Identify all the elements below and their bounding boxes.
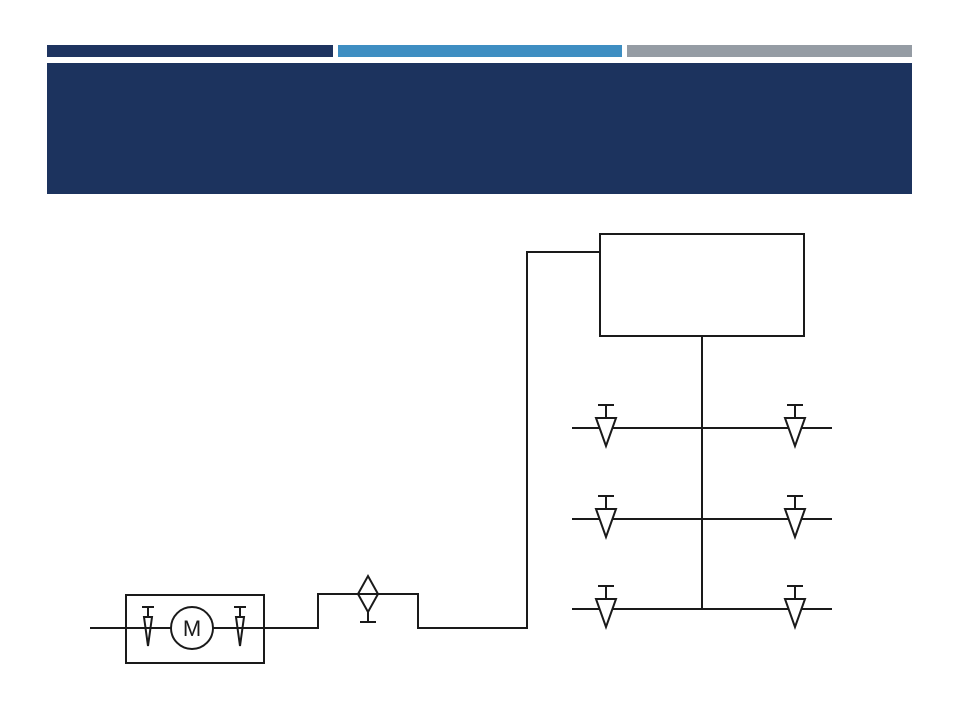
accent-bar-blue <box>338 45 622 57</box>
check-valve-icon <box>783 495 807 540</box>
pump-valve-icon <box>356 573 380 623</box>
check-valve-icon <box>594 585 618 630</box>
accent-bar-dark <box>47 45 333 57</box>
motor-circle-icon <box>170 606 214 650</box>
motor-label: M <box>183 616 201 641</box>
supply-line <box>264 251 600 629</box>
top-box <box>599 233 805 337</box>
check-valve-icon <box>783 404 807 449</box>
title-banner <box>47 63 912 194</box>
check-valve-icon <box>594 495 618 540</box>
accent-bar-gray <box>627 45 912 57</box>
valve-icon <box>234 606 246 647</box>
check-valve-icon <box>594 404 618 449</box>
valve-icon <box>142 606 154 647</box>
check-valve-icon <box>783 585 807 630</box>
